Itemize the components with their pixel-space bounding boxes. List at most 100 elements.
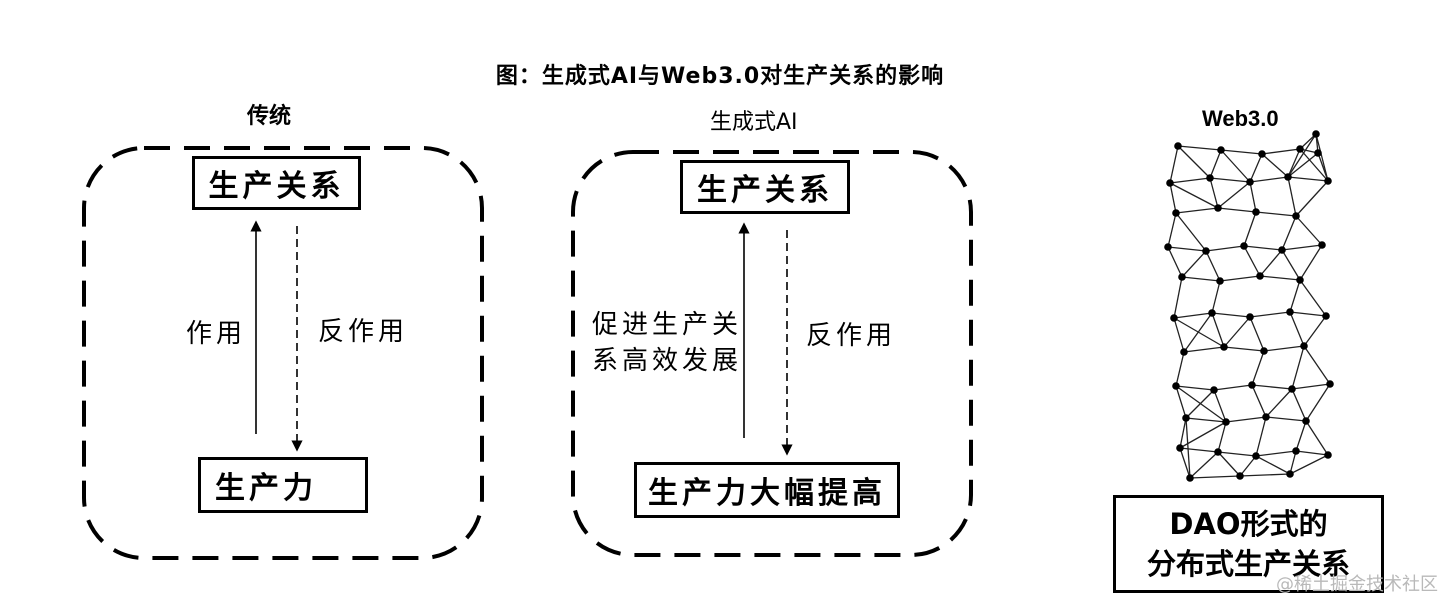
- mesh-link: [1179, 447, 1219, 453]
- mesh-link: [1217, 181, 1251, 209]
- mesh-link: [1211, 312, 1225, 348]
- generative-ai-promote-label-line2: 系高效发展: [592, 346, 743, 376]
- mesh-link: [1259, 249, 1283, 277]
- mesh-link: [1291, 388, 1307, 422]
- mesh-link: [1173, 312, 1213, 319]
- mesh-link: [1243, 245, 1261, 277]
- mesh-node: [1324, 451, 1332, 459]
- mesh-link: [1181, 276, 1221, 282]
- mesh-node: [1296, 145, 1304, 153]
- mesh-node: [1292, 212, 1300, 220]
- mesh-link: [1249, 316, 1265, 352]
- mesh-node: [1286, 308, 1294, 316]
- mesh-node: [1220, 343, 1228, 351]
- mesh-node: [1326, 380, 1334, 388]
- mesh-node: [1252, 208, 1260, 216]
- mesh-link: [1295, 450, 1329, 456]
- mesh-link: [1255, 455, 1291, 475]
- mesh-link: [1217, 451, 1257, 457]
- mesh-link: [1173, 317, 1225, 348]
- generative-ai-production-relations-box: 生产关系: [680, 160, 850, 214]
- mesh-node: [1248, 381, 1256, 389]
- traditional-effect-label: 作用: [186, 319, 247, 349]
- mesh-link: [1175, 351, 1185, 387]
- mesh-link: [1185, 389, 1215, 419]
- mesh-node: [1178, 273, 1186, 281]
- mesh-node: [1262, 413, 1270, 421]
- mesh-link: [1173, 317, 1185, 353]
- mesh-node: [1312, 130, 1320, 138]
- mesh-node: [1322, 312, 1330, 320]
- mesh-link: [1209, 149, 1222, 179]
- mesh-link: [1249, 311, 1291, 318]
- mesh-link: [1169, 182, 1177, 214]
- mesh-node: [1206, 174, 1214, 182]
- mesh-link: [1175, 385, 1215, 391]
- mesh-node: [1246, 313, 1254, 321]
- mesh-node: [1208, 309, 1216, 317]
- mesh-node: [1284, 173, 1292, 181]
- mesh-link: [1259, 275, 1301, 281]
- web3-panel-title: Web3.0: [1202, 106, 1279, 131]
- mesh-link: [1303, 345, 1331, 385]
- mesh-link: [1281, 215, 1297, 251]
- mesh-link: [1209, 177, 1219, 209]
- mesh-link: [1287, 148, 1301, 178]
- mesh-node: [1256, 272, 1264, 280]
- mesh-link: [1263, 345, 1305, 352]
- mesh-link: [1251, 350, 1265, 386]
- mesh-link: [1209, 177, 1251, 183]
- figure-title: 图：生成式AI与Web3.0对生产关系的影响: [495, 64, 945, 89]
- generative-ai-productivity-box: 生产力大幅提高: [634, 462, 900, 518]
- mesh-link: [1205, 245, 1245, 252]
- traditional-productivity-box: 生产力: [198, 457, 368, 513]
- mesh-link: [1261, 153, 1289, 178]
- mesh-link: [1305, 383, 1331, 422]
- dao-distributed-relations-box: DAO形式的 分布式生产关系: [1113, 495, 1384, 593]
- mesh-link: [1255, 450, 1297, 457]
- dao-box-line2: 分布式生产关系: [1146, 547, 1350, 581]
- traditional-panel-border: [82, 146, 484, 560]
- mesh-link: [1243, 211, 1257, 247]
- mesh-link: [1177, 145, 1211, 179]
- mesh-link: [1251, 384, 1267, 418]
- mesh-link: [1251, 384, 1293, 390]
- mesh-link: [1225, 416, 1267, 423]
- mesh-link: [1261, 148, 1301, 155]
- mesh-link: [1299, 244, 1323, 281]
- mesh-node: [1164, 243, 1172, 251]
- mesh-node: [1180, 348, 1188, 356]
- mesh-node: [1214, 204, 1222, 212]
- mesh-node: [1214, 448, 1222, 456]
- mesh-link: [1169, 182, 1219, 209]
- mesh-link: [1315, 133, 1329, 182]
- mesh-link: [1249, 181, 1257, 213]
- traditional-production-relations-box: 生产关系: [192, 156, 361, 210]
- mesh-link: [1289, 454, 1329, 475]
- mesh-node: [1222, 418, 1230, 426]
- mesh-link: [1299, 279, 1327, 317]
- mesh-node: [1314, 149, 1322, 157]
- mesh-node: [1174, 142, 1182, 150]
- mesh-link: [1289, 311, 1305, 347]
- dao-box-line1: DAO形式的: [1169, 507, 1328, 541]
- mesh-link: [1211, 280, 1221, 314]
- mesh-link: [1289, 450, 1297, 475]
- mesh-link: [1183, 312, 1213, 353]
- mesh-link: [1265, 416, 1307, 422]
- mesh-node: [1202, 247, 1210, 255]
- mesh-link: [1217, 451, 1241, 477]
- mesh-node: [1252, 452, 1260, 460]
- mesh-node: [1246, 178, 1254, 186]
- generative-ai-counter-effect-label: 反作用: [806, 321, 897, 351]
- mesh-link: [1185, 417, 1227, 423]
- mesh-link: [1295, 215, 1323, 246]
- mesh-link: [1299, 148, 1329, 182]
- watermark: @稀土掘金技术社区: [1276, 574, 1438, 595]
- mesh-link: [1291, 383, 1331, 390]
- generative-ai-panel-title: 生成式AI: [710, 110, 798, 135]
- mesh-link: [1287, 176, 1297, 217]
- mesh-link: [1189, 451, 1219, 479]
- mesh-link: [1167, 246, 1207, 252]
